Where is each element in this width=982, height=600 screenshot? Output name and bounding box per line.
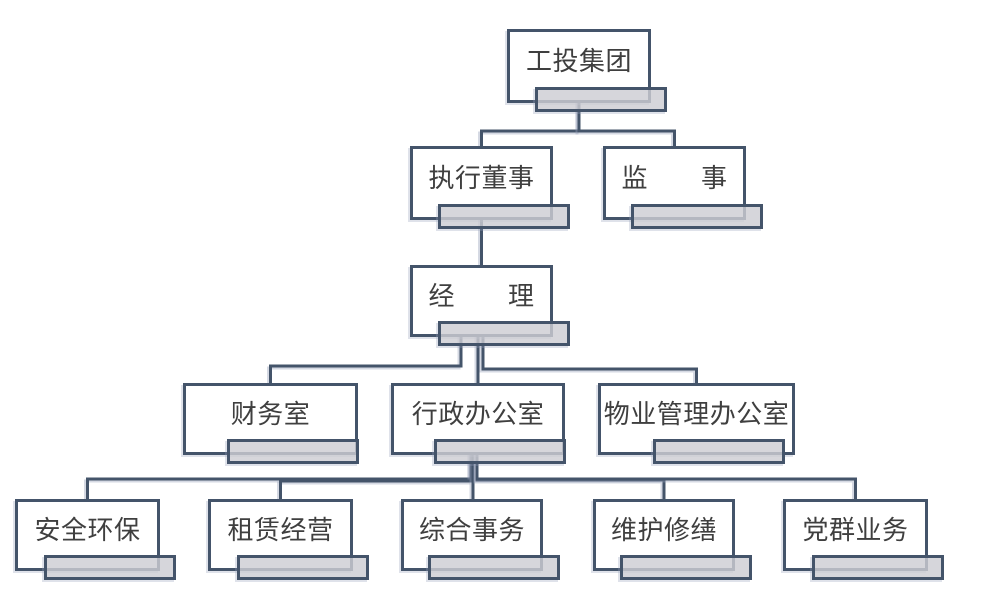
- org-node-label: 党群业务: [802, 516, 909, 545]
- org-node-shadow-bar: [428, 555, 560, 580]
- org-node-shadow-bar: [652, 439, 785, 464]
- org-node-shadow-bar: [437, 204, 570, 229]
- org-node-label: 监 事: [621, 164, 728, 193]
- org-node-finance-office: 财务室: [183, 383, 359, 464]
- org-node-executive-director: 执行董事: [410, 146, 570, 229]
- org-node-maintenance-repair: 维护修缮: [593, 499, 752, 580]
- org-node-property-office: 物业管理办公室: [598, 383, 795, 464]
- org-node-label: 工投集团: [525, 47, 632, 76]
- org-node-safety-environment: 安全环保: [15, 499, 176, 580]
- org-node-shadow-bar: [236, 555, 369, 580]
- org-node-admin-office: 行政办公室: [391, 383, 566, 464]
- org-node-shadow-bar: [620, 555, 752, 580]
- org-node-label: 行政办公室: [411, 400, 545, 429]
- org-node-shadow-bar: [226, 439, 359, 464]
- org-node-shadow-bar: [811, 555, 944, 580]
- org-node-label: 安全环保: [34, 516, 141, 545]
- org-node-shadow-bar: [434, 439, 566, 464]
- org-node-label: 财务室: [230, 400, 311, 429]
- org-node-shadow-bar: [437, 321, 570, 346]
- org-node-shadow-bar: [535, 87, 667, 112]
- org-node-label: 执行董事: [428, 164, 535, 193]
- org-node-leasing-operations: 租赁经营: [208, 499, 369, 580]
- connector-manager-finance-office: [269, 335, 463, 385]
- org-node-label: 综合事务: [418, 516, 525, 545]
- org-node-label: 物业管理办公室: [603, 400, 790, 429]
- org-node-label: 维护修缮: [610, 516, 717, 545]
- org-node-group: 工投集团: [507, 29, 667, 112]
- org-node-party-mass-affairs: 党群业务: [783, 499, 944, 580]
- org-node-label: 租赁经营: [227, 516, 334, 545]
- org-node-manager: 经 理: [410, 265, 570, 346]
- org-node-supervisor: 监 事: [603, 146, 763, 229]
- org-node-general-affairs: 综合事务: [401, 499, 560, 580]
- org-node-shadow-bar: [630, 204, 763, 229]
- org-node-shadow-bar: [43, 555, 176, 580]
- org-node-label: 经 理: [428, 282, 535, 311]
- connector-shadow: [267, 337, 461, 387]
